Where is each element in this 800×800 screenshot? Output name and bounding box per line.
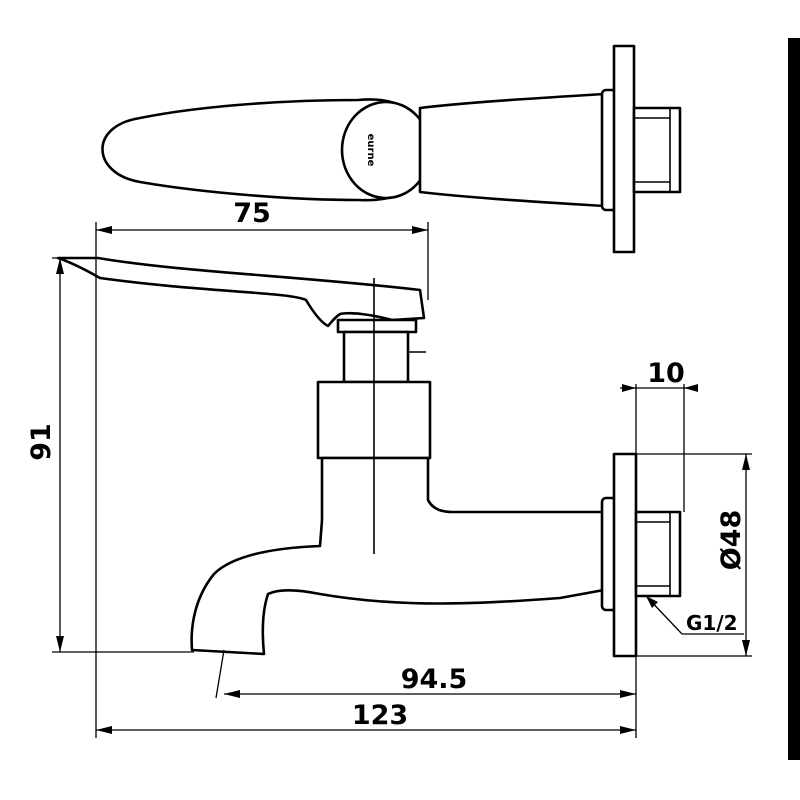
faucet-body bbox=[190, 456, 606, 656]
dim-123-label: 123 bbox=[352, 700, 408, 731]
dim-94-5-label: 94.5 bbox=[401, 664, 468, 695]
dim-flange-diameter: Ø48 bbox=[636, 453, 752, 657]
side-view-handle bbox=[56, 256, 426, 328]
stem bbox=[342, 330, 410, 384]
top-view-thread bbox=[632, 106, 682, 194]
top-view-neck bbox=[418, 92, 606, 208]
dim-75-label: 75 bbox=[233, 198, 271, 229]
dim-height: 91 bbox=[26, 257, 194, 653]
dim-91-label: 91 bbox=[26, 423, 57, 461]
dim-total-length: 123 bbox=[96, 700, 636, 734]
brand-mark: eurne bbox=[365, 134, 376, 167]
top-view-flange bbox=[612, 44, 636, 254]
dim-thread: G1/2 bbox=[645, 595, 744, 635]
dim-thread-label: G1/2 bbox=[686, 611, 738, 635]
dim-wall-depth: 10 bbox=[620, 358, 698, 512]
side-view-flange bbox=[612, 452, 638, 658]
right-border-bar bbox=[788, 38, 800, 760]
top-view: eurne bbox=[101, 44, 682, 254]
side-view-thread bbox=[634, 510, 682, 598]
side-view bbox=[56, 256, 682, 658]
stem-collar bbox=[336, 318, 418, 334]
dim-48-label: Ø48 bbox=[716, 510, 747, 571]
dim-10-label: 10 bbox=[647, 358, 685, 389]
handle-cap bbox=[340, 100, 432, 200]
dim-spout-reach: 94.5 bbox=[215, 649, 637, 738]
